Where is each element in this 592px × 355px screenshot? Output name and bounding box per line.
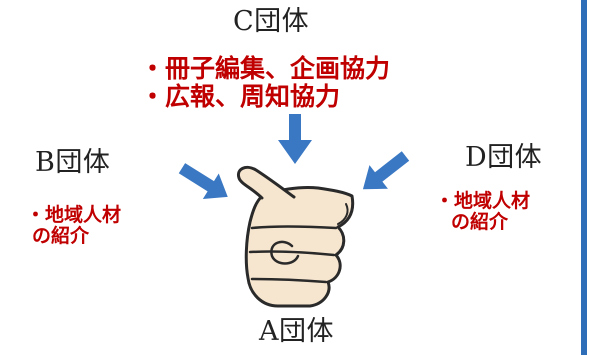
org-d-roles: ・地域人材 の紹介: [435, 191, 530, 233]
arrow-from-c-icon: [278, 114, 312, 164]
arrow-from-d-icon: [362, 151, 410, 190]
org-b-role-2: の紹介: [32, 225, 90, 247]
org-c-label: C団体: [233, 6, 310, 37]
org-d-role-1: ・地域人材: [435, 190, 531, 212]
thumbs-up-hand-icon: [236, 165, 355, 308]
org-c-roles: ・冊子編集、企画協力 ・広報、周知協力: [140, 55, 390, 111]
org-c-role-2: ・広報、周知協力: [140, 82, 341, 111]
side-divider: [581, 0, 587, 355]
org-b-role-1: ・地域人材: [26, 204, 122, 226]
org-d-label: D団体: [465, 142, 543, 173]
org-a-label: A団体: [259, 316, 334, 347]
org-b-roles: ・地域人材 の紹介: [26, 205, 121, 247]
org-c-role-1: ・冊子編集、企画協力: [140, 54, 391, 83]
org-b-label: B団体: [35, 147, 111, 178]
org-d-role-2: の紹介: [451, 211, 509, 233]
arrow-from-b-icon: [178, 163, 228, 199]
